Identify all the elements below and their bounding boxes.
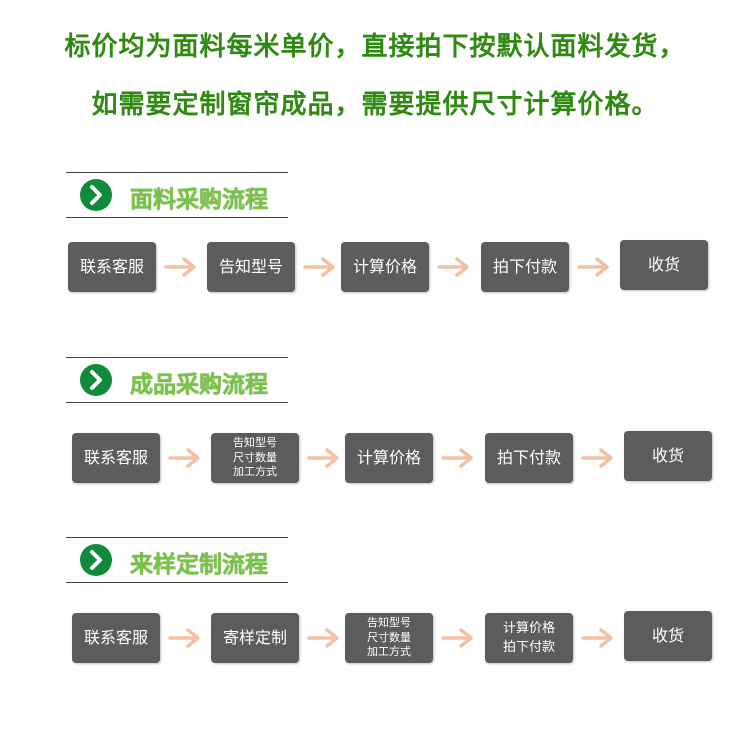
step-send-sample-customize: 寄样定制 (211, 613, 299, 663)
step-calculate-price: 计算价格 (345, 433, 433, 483)
arrow-right-icon (577, 257, 609, 277)
step-receive-goods: 收货 (624, 431, 712, 481)
notice-line-2: 如需要定制窗帘成品，需要提供尺寸计算价格。 (91, 90, 659, 120)
finished-product-purchase-flow: 成品采购流程 联系客服 告知型号 尺寸数量 加工方式 计算价格 拍下付款 收货 (0, 357, 750, 497)
section-header: 来样定制流程 (66, 537, 288, 583)
step-tell-model: 告知型号 (207, 242, 295, 292)
section-title: 来样定制流程 (130, 552, 268, 578)
arrow-right-icon (307, 448, 339, 468)
arrow-right-icon (437, 257, 469, 277)
section-header: 成品采购流程 (66, 357, 288, 403)
step-receive-goods: 收货 (620, 240, 708, 290)
step-calculate-price: 计算价格 (341, 242, 429, 292)
arrow-right-icon (581, 628, 613, 648)
step-tell-model-size-processing: 告知型号 尺寸数量 加工方式 (211, 433, 299, 483)
arrow-right-icon (441, 448, 473, 468)
arrow-right-icon (168, 628, 200, 648)
step-place-order-pay: 拍下付款 (481, 242, 569, 292)
section-title: 面料采购流程 (130, 187, 268, 213)
sample-customization-flow: 来样定制流程 联系客服 寄样定制 告知型号 尺寸数量 加工方式 计算价格 拍下付… (0, 537, 750, 677)
step-place-order-pay: 拍下付款 (485, 433, 573, 483)
arrow-right-icon (168, 448, 200, 468)
step-contact-service: 联系客服 (68, 242, 156, 292)
step-receive-goods: 收货 (624, 611, 712, 661)
arrow-right-icon (164, 257, 196, 277)
fabric-purchase-flow: 面料采购流程 联系客服 告知型号 计算价格 拍下付款 收货 (0, 172, 750, 312)
arrow-right-icon (303, 257, 335, 277)
chevron-right-icon (80, 364, 112, 396)
step-contact-service: 联系客服 (72, 613, 160, 663)
chevron-right-icon (80, 179, 112, 211)
arrow-right-icon (441, 628, 473, 648)
notice-line-1: 标价均为面料每米单价，直接拍下按默认面料发货， (64, 32, 686, 62)
step-contact-service: 联系客服 (72, 433, 160, 483)
step-calculate-price-place-order: 计算价格 拍下付款 (485, 613, 573, 663)
arrow-right-icon (307, 628, 339, 648)
section-title: 成品采购流程 (130, 372, 268, 398)
chevron-right-icon (80, 544, 112, 576)
step-tell-model-size-processing: 告知型号 尺寸数量 加工方式 (345, 613, 433, 663)
arrow-right-icon (581, 448, 613, 468)
section-header: 面料采购流程 (66, 172, 288, 218)
